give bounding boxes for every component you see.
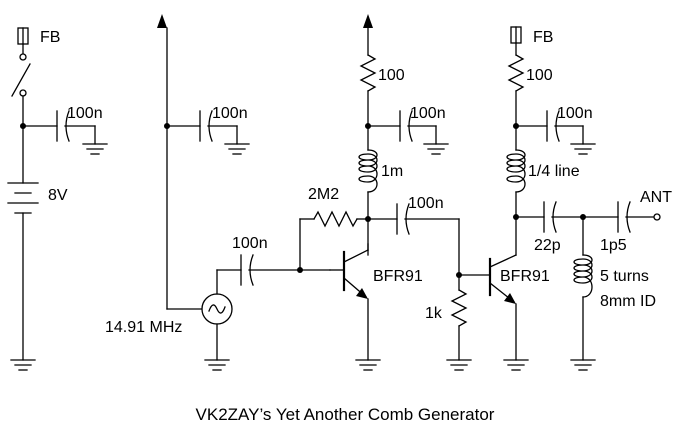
transistor-q1 <box>329 243 369 361</box>
inductor-output-label-2: 8mm ID <box>600 293 656 310</box>
cap-q2-bypass-label: 100n <box>557 105 593 122</box>
antenna-label: ANT <box>640 189 672 206</box>
stage-1: 100 100n 1m 2M2 <box>299 14 460 371</box>
ground-symbol <box>224 143 250 155</box>
cap-interstage-label: 100n <box>408 195 444 212</box>
res-q2-collector-label: 100 <box>526 67 553 84</box>
transistor-q2 <box>488 254 517 361</box>
ground-symbol <box>355 359 381 371</box>
inductor-output <box>573 254 593 298</box>
power-switch <box>11 53 31 97</box>
ground-symbol <box>570 143 596 155</box>
ground-symbol <box>446 359 472 371</box>
cap-mid-bypass-label: 100n <box>212 105 248 122</box>
fb-right-label: FB <box>533 29 553 46</box>
q2-label: BFR91 <box>500 268 550 285</box>
inductor-output-label-1: 5 turns <box>600 268 649 285</box>
res-bias-label: 2M2 <box>308 186 339 203</box>
stage-2: 1k BFR91 FB 100 <box>425 26 672 371</box>
battery-8v <box>7 182 39 214</box>
crystal-oscillator <box>201 269 233 371</box>
q1-label: BFR91 <box>373 268 423 285</box>
ground-symbol <box>503 359 529 371</box>
inductor-q1 <box>358 149 378 193</box>
diagram-caption: VK2ZAY’s Yet Another Comb Generator <box>196 405 495 424</box>
res-q2-base-label: 1k <box>425 305 443 322</box>
cap-q1-bypass-label: 100n <box>410 105 446 122</box>
inductor-q1-label: 1m <box>381 163 403 180</box>
ground-symbol <box>570 359 596 371</box>
battery-label: 8V <box>48 187 68 204</box>
supply-arrow <box>157 14 167 28</box>
cap-22p-label: 22p <box>534 237 561 254</box>
oscillator-label: 14.91 MHz <box>105 319 182 336</box>
resistor-q1-collector <box>359 54 377 92</box>
oscillator-supply-rail: 100n <box>157 14 250 310</box>
cap-1p5-label: 1p5 <box>600 237 627 254</box>
ground-symbol <box>204 359 230 371</box>
resistor-q2-base <box>450 289 468 327</box>
cap-input-label: 100n <box>232 235 268 252</box>
ferrite-bead-right <box>510 26 522 44</box>
ground-symbol <box>10 359 36 371</box>
resistor-bias <box>313 210 358 228</box>
fb-left-label: FB <box>40 29 60 46</box>
cap-left-bypass-label: 100n <box>67 105 103 122</box>
inductor-q2-label: 1/4 line <box>528 163 580 180</box>
ground-symbol <box>423 143 449 155</box>
supply-arrow <box>363 14 373 28</box>
left-supply-rail: FB 8V <box>7 27 108 371</box>
ground-symbol <box>82 143 108 155</box>
antenna-terminal <box>653 213 661 221</box>
ferrite-bead-left <box>17 27 29 45</box>
res-q1-collector-label: 100 <box>378 67 405 84</box>
resistor-q2-collector <box>507 54 525 92</box>
inductor-q2 <box>506 149 526 193</box>
